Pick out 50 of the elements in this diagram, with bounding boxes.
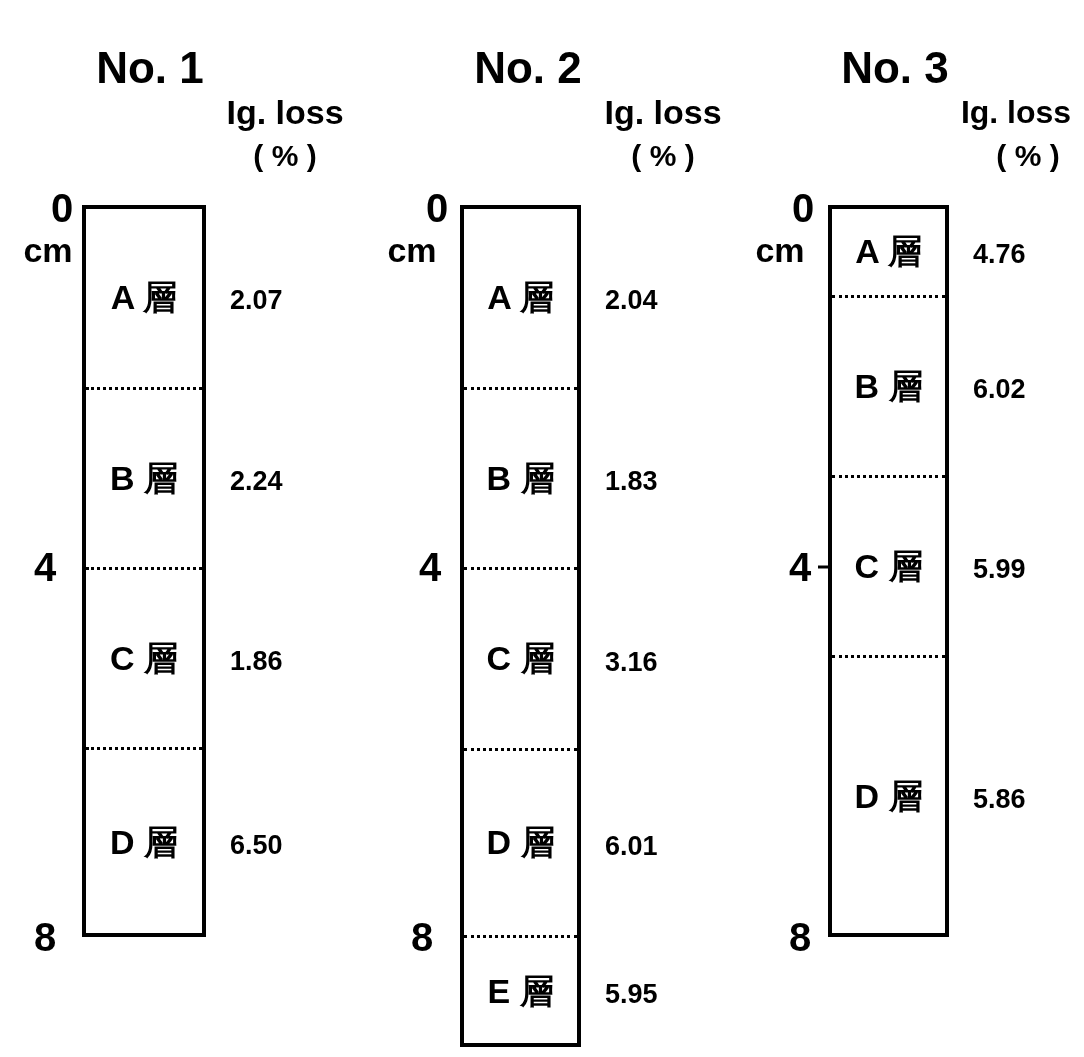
depth-label: 8	[410, 917, 434, 957]
value-label: 1.83	[605, 467, 658, 495]
soil-layer: D 層	[86, 747, 202, 935]
soil-core	[460, 205, 581, 1047]
soil-layer: B 層	[832, 295, 945, 475]
value-label: 2.07	[230, 286, 283, 314]
depth-label: 4	[418, 547, 442, 587]
depth-label: 0	[50, 188, 74, 228]
unit-label: cm	[387, 233, 437, 267]
axis-heading: Ig. loss	[226, 95, 344, 129]
value-label: 6.01	[605, 832, 658, 859]
value-label: 4.76	[973, 240, 1026, 268]
soil-layer: C 層	[464, 567, 577, 748]
depth-label: 4	[788, 547, 812, 587]
soil-core	[828, 205, 949, 937]
unit-label: ( % )	[631, 141, 695, 171]
axis-heading: Ig. loss	[960, 96, 1072, 128]
soil-layer: B 層	[86, 387, 202, 567]
soil-layer: D 層	[832, 655, 945, 935]
axis-heading: Ig. loss	[604, 95, 722, 129]
soil-layer: C 層	[86, 567, 202, 747]
value-label: 5.95	[605, 980, 658, 1008]
soil-layer: A 層	[832, 209, 945, 295]
depth-label: 0	[791, 188, 815, 228]
soil-layer: C 層	[832, 475, 945, 655]
value-label: 6.50	[230, 831, 283, 859]
soil-layer: D 層	[464, 748, 577, 935]
soil-core	[82, 205, 206, 937]
value-label: 5.99	[973, 555, 1026, 583]
depth-label: 0	[425, 188, 449, 228]
value-label: 1.86	[230, 647, 283, 675]
value-label: 2.04	[605, 286, 658, 314]
column-title: No. 2	[474, 46, 582, 90]
value-label: 6.02	[973, 375, 1026, 403]
soil-layer: A 層	[464, 209, 577, 387]
soil-layer: B 層	[464, 387, 577, 567]
depth-label: 8	[788, 917, 812, 957]
unit-label: ( % )	[996, 141, 1060, 171]
depth-label: 4	[33, 547, 57, 587]
value-label: 2.24	[230, 467, 283, 495]
value-label: 3.16	[605, 648, 658, 675]
soil-layer: E 層	[464, 935, 577, 1045]
soil-layer: A 層	[86, 209, 202, 387]
unit-label: cm	[755, 233, 805, 267]
depth-label: 8	[33, 917, 57, 957]
column-title: No. 3	[841, 46, 949, 90]
unit-label: ( % )	[253, 141, 317, 171]
unit-label: cm	[23, 233, 73, 267]
value-label: 5.86	[973, 785, 1026, 813]
column-title: No. 1	[96, 46, 204, 90]
